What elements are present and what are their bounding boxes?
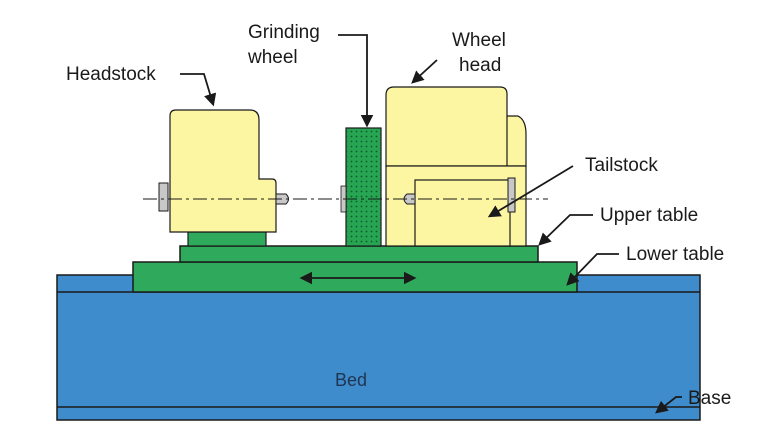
grinding-wheel-label-line2: wheel xyxy=(247,47,298,68)
upper-table-leader xyxy=(538,214,593,246)
headstock-leader xyxy=(180,73,217,107)
bed-label: Bed xyxy=(335,370,367,390)
tailstock-leader xyxy=(487,165,574,218)
wheel-head-label-line1: Wheel xyxy=(452,30,506,51)
lower-table-label: Lower table xyxy=(626,244,724,265)
headstock xyxy=(158,109,289,247)
grinding-wheel xyxy=(340,127,382,247)
grinding-wheel-label-line1: Grinding xyxy=(248,22,320,43)
upper-table xyxy=(179,245,539,263)
tailstock-label: Tailstock xyxy=(585,155,658,176)
wheel-head-label-line2: head xyxy=(459,55,501,76)
bed xyxy=(56,274,701,421)
base-label: Base xyxy=(688,388,731,409)
upper-table-label: Upper table xyxy=(600,205,698,226)
headstock-label: Headstock xyxy=(66,64,156,85)
wheel-head-leader xyxy=(411,59,438,84)
wheel-head xyxy=(385,86,527,247)
grinding-wheel-leader xyxy=(338,34,374,128)
lower-table-leader xyxy=(566,253,619,286)
lower-table xyxy=(132,261,578,293)
base-leader xyxy=(655,396,682,414)
